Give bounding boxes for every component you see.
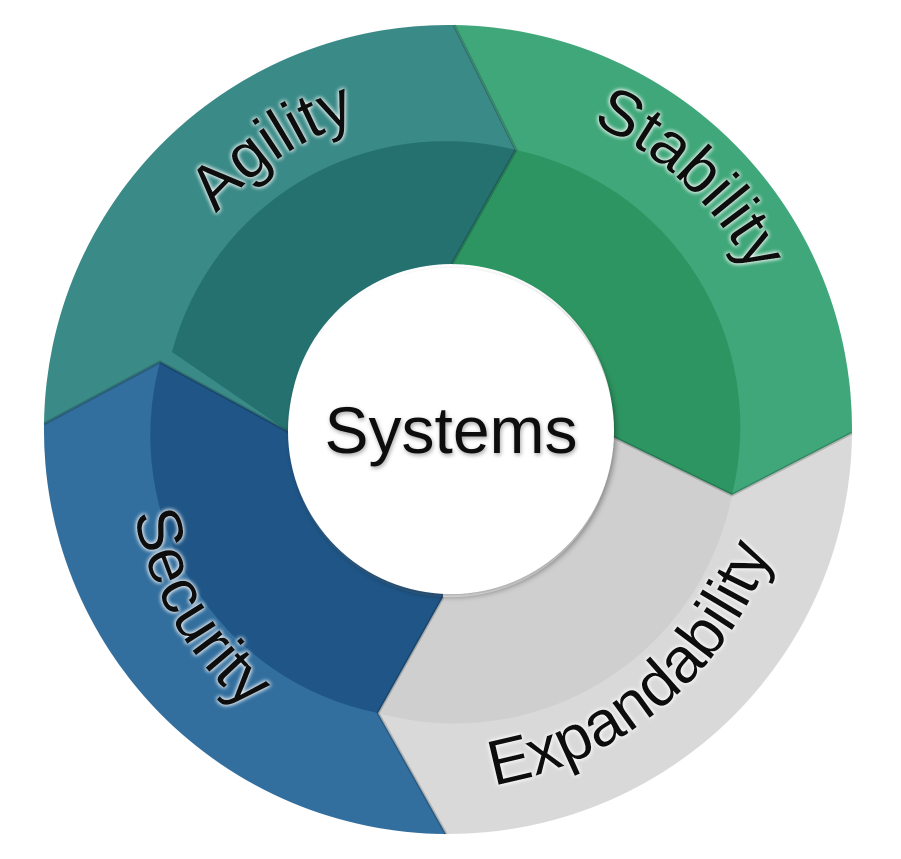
- segment-expandability: [378, 433, 852, 835]
- agility-tip-edge: [450, 24, 518, 265]
- arrow-tip-edges: [43, 24, 853, 835]
- segment-agility-inner: [172, 141, 516, 432]
- segment-stability-inner: [452, 150, 741, 495]
- security-tip-edge: [43, 360, 290, 434]
- center-label: Systems: [324, 393, 577, 467]
- segment-security-inner: [150, 362, 444, 713]
- segment-agility: [44, 24, 516, 432]
- center-circle: [288, 268, 614, 594]
- segment-security: [43, 362, 447, 834]
- segment-stability: [452, 25, 853, 495]
- segment-expandability-inner: [378, 437, 732, 724]
- expandability-tip-edge: [376, 596, 448, 835]
- stability-tip-edge: [612, 431, 853, 497]
